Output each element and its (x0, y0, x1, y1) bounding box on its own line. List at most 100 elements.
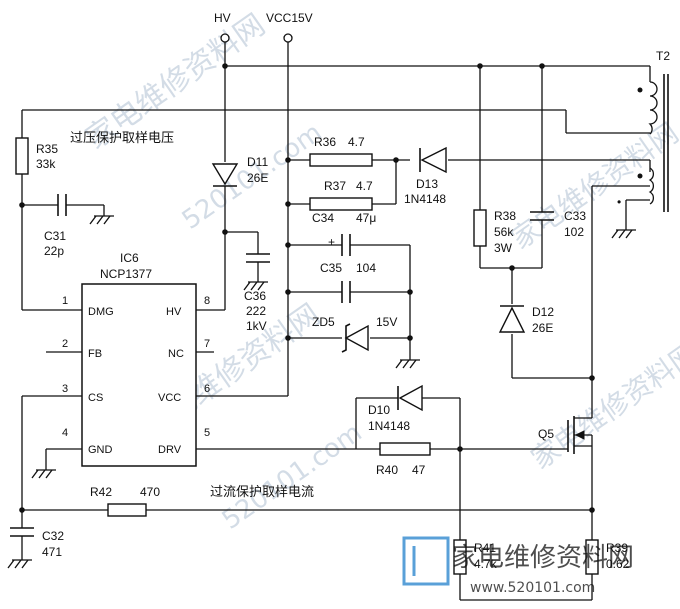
resistor-r36: R36 4.7 (309, 135, 373, 167)
zd5-value: 15V (376, 315, 397, 329)
ground-symbol (611, 229, 636, 239)
resistor-r35: R35 33k (15, 137, 58, 175)
logo-text: 家电维修资料网 (452, 543, 634, 573)
capacitor-c32: C32 471 (10, 527, 64, 559)
r36-value: 4.7 (348, 135, 365, 149)
transformer-t2: T2 • (617, 49, 670, 212)
hv-terminal: HV (214, 11, 231, 43)
c34-ref: C34 (312, 211, 334, 225)
vcc-label: VCC15V (266, 11, 313, 25)
d10-value: 1N4148 (368, 419, 410, 433)
ground-symbol (89, 215, 114, 225)
diode-d10: D10 1N4148 (368, 384, 423, 433)
capacitor-c34: + C34 47μ (312, 211, 376, 256)
capacitor-c35: C35 104 (320, 261, 376, 303)
c33-ref: C33 (564, 209, 586, 223)
ground-symbol (243, 281, 268, 291)
c31-ref: C31 (44, 229, 66, 243)
pin-4-name: GND (88, 444, 113, 456)
capacitor-c36: C36 222 1kV (244, 253, 270, 333)
pin-3-name: CS (88, 392, 103, 404)
t2-label: T2 (656, 49, 670, 63)
diode-d13: D13 1N4148 (404, 146, 447, 206)
zd5-ref: ZD5 (312, 315, 335, 329)
r37-value: 4.7 (356, 179, 373, 193)
ic-ref: IC6 (120, 251, 139, 265)
wires (21, 42, 651, 601)
site-logo: 家电维修资料网 www.520101.com (402, 536, 634, 596)
c35-ref: C35 (320, 261, 342, 275)
r40-value: 47 (412, 463, 426, 477)
r38-value: 56k (494, 225, 514, 239)
r41-value: 4.7k (474, 557, 498, 571)
watermark-url: 520101.com (217, 418, 368, 536)
q5-ref: Q5 (538, 427, 554, 441)
capacitor-c33: C33 102 (530, 209, 586, 239)
pin-8-name: HV (166, 306, 182, 318)
r37-ref: R37 (324, 179, 346, 193)
resistor-r39: R39 0.62 (585, 539, 630, 575)
r41-ref: R41 (474, 541, 496, 555)
ground-symbol (31, 469, 56, 479)
pin-5-number: 5 (204, 427, 210, 439)
c34-value: 47μ (356, 211, 376, 225)
pin-6-number: 6 (204, 383, 210, 395)
svg-text:•: • (617, 195, 621, 209)
svg-text:+: + (328, 235, 335, 249)
c33-value: 102 (564, 225, 584, 239)
pin-5-name: DRV (158, 444, 182, 456)
d10-ref: D10 (368, 403, 390, 417)
resistor-r42: R42 470 (90, 485, 160, 517)
ovp-note: 过压保护取样电压 (70, 131, 174, 146)
r35-ref: R35 (36, 142, 58, 156)
r39-ref: R39 (606, 541, 628, 555)
resistor-r38: R38 56k 3W (473, 209, 516, 255)
d13-ref: D13 (416, 177, 438, 191)
ic6-chip: IC6 NCP1377 1 2 3 4 8 7 6 5 DMG FB CS GN… (62, 251, 210, 467)
pin-2-number: 2 (62, 338, 68, 350)
c31-value: 22p (44, 244, 64, 258)
ic-part: NCP1377 (100, 267, 152, 281)
pin-4-number: 4 (62, 427, 68, 439)
pin-2-name: FB (88, 348, 102, 360)
pin-6-name: VCC (158, 392, 181, 404)
pin-7-number: 7 (204, 338, 210, 350)
vcc-terminal: VCC15V (266, 11, 313, 43)
c35-value: 104 (356, 261, 376, 275)
d11-ref: D11 (247, 155, 268, 169)
r36-ref: R36 (314, 135, 336, 149)
r42-value: 470 (140, 485, 160, 499)
resistor-r41: R41 4.7k (453, 539, 498, 575)
hv-label: HV (214, 11, 231, 25)
c36-voltage: 1kV (246, 319, 267, 333)
pin-7-name: NC (168, 348, 184, 360)
pin-8-number: 8 (204, 295, 210, 307)
c32-ref: C32 (42, 529, 64, 543)
capacitor-c31: C31 22p (44, 194, 67, 258)
c32-value: 471 (42, 545, 62, 559)
diode-d11: D11 26E (211, 155, 268, 187)
resistor-r37: R37 4.7 (309, 179, 373, 211)
d13-value: 1N4148 (404, 192, 446, 206)
r39-value: 0.62 (606, 557, 630, 571)
ground-symbol (395, 359, 420, 369)
ocp-note: 过流保护取样电流 (210, 485, 314, 500)
d11-value: 26E (247, 171, 268, 185)
pin-3-number: 3 (62, 383, 68, 395)
logo-url: www.520101.com (470, 580, 595, 596)
junction-dots (19, 63, 595, 513)
zener-zd5: ZD5 15V (312, 315, 397, 353)
ground-symbol (7, 559, 32, 569)
r40-ref: R40 (376, 463, 398, 477)
d12-value: 26E (532, 321, 553, 335)
c36-ref: C36 (244, 289, 266, 303)
resistor-r40: R40 47 (376, 442, 431, 477)
c36-value: 222 (246, 304, 266, 318)
r38-power: 3W (494, 241, 513, 255)
d12-ref: D12 (532, 305, 554, 319)
pin-1-name: DMG (88, 306, 114, 318)
watermark-text: 家电维修资料网 (525, 336, 680, 475)
r35-value: 33k (36, 157, 56, 171)
